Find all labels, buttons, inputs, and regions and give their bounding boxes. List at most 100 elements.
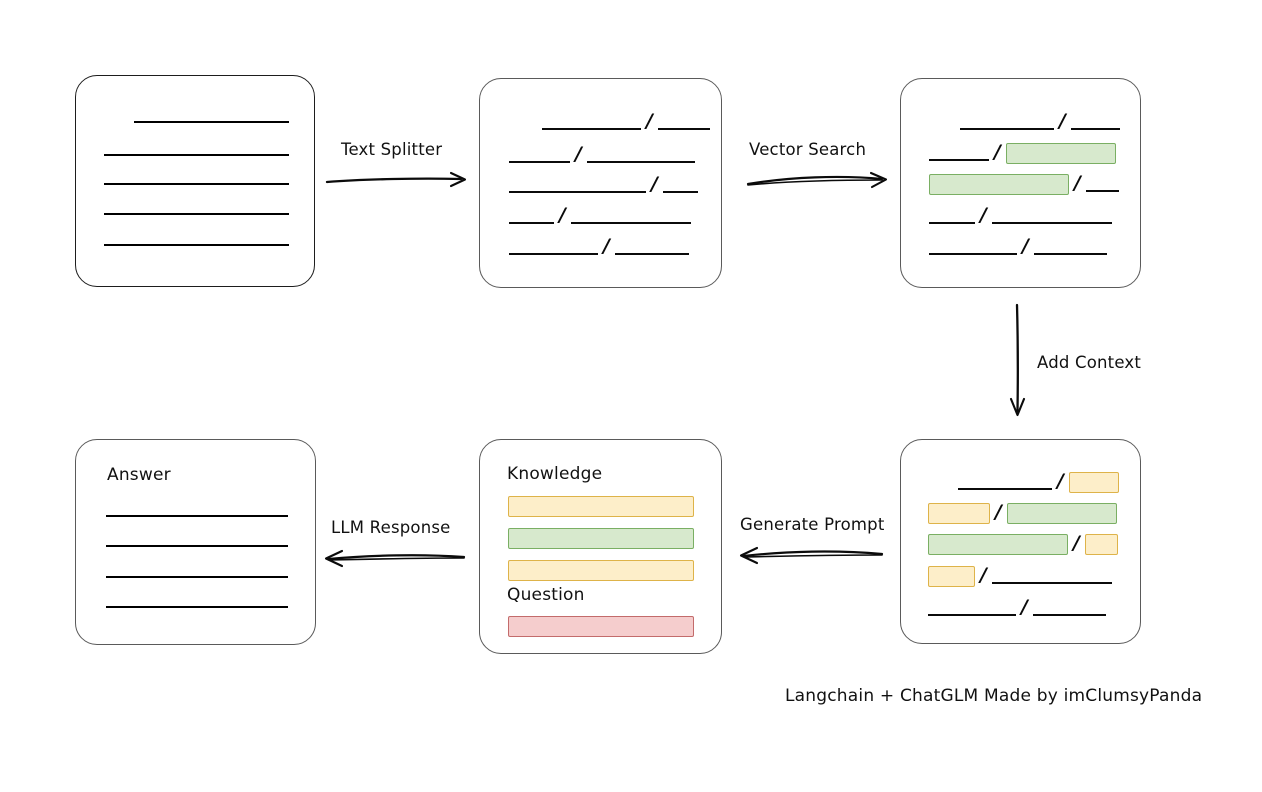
table-row: / [928, 531, 1118, 556]
chunk-separator: / [994, 140, 1001, 163]
table-row: / [928, 595, 1106, 620]
chunk-separator: / [1057, 469, 1064, 492]
chunk-separator: / [603, 234, 610, 257]
chunk-segment [509, 253, 598, 255]
card-vector-matches: / / / / / [900, 78, 1141, 288]
question-label: Question [507, 585, 585, 605]
vector-match-rows: / / / / / [901, 79, 1140, 287]
chunk-segment [960, 128, 1054, 130]
arrow-llm-response-label: LLM Response [331, 518, 451, 537]
table-row: / [509, 172, 698, 197]
chunk-segment [662, 191, 698, 193]
chunk-separator: / [1022, 234, 1029, 257]
table-row: / [929, 171, 1119, 196]
doc-line-2 [104, 154, 289, 156]
chunk-segment [991, 222, 1112, 224]
footer-credit: Langchain + ChatGLM Made by imClumsyPand… [785, 686, 1203, 706]
table-row: / [929, 234, 1107, 259]
card-prompt: Knowledge Question [479, 439, 722, 654]
context-chunk-highlight [928, 566, 975, 587]
arrow-add-context-line [1009, 303, 1026, 417]
chunk-separator: / [1059, 109, 1066, 132]
question-bar [508, 616, 694, 637]
knowledge-label: Knowledge [507, 464, 603, 484]
chunk-segment [958, 488, 1052, 490]
doc-line-5 [104, 244, 289, 246]
answer-line-3 [106, 576, 288, 578]
chunk-separator: / [575, 142, 582, 165]
arrow-generate-prompt-line [739, 546, 884, 565]
table-row: / [542, 109, 710, 134]
table-row: / [929, 140, 1116, 165]
arrow-llm-response-line [324, 549, 466, 568]
matched-chunk-highlight [928, 534, 1068, 555]
context-chunk-highlight [1068, 472, 1119, 493]
arrow-vector-search-label: Vector Search [749, 140, 867, 159]
chunk-segment [509, 191, 646, 193]
chunk-segment [929, 222, 975, 224]
table-row: / [958, 469, 1119, 494]
table-row: / [509, 142, 695, 167]
arrow-text-splitter-label: Text Splitter [341, 140, 443, 159]
chunk-segment [991, 582, 1112, 584]
chunk-segment [657, 128, 710, 130]
table-row: / [928, 500, 1117, 525]
chunk-segment [928, 614, 1016, 616]
chunk-segment [1032, 614, 1106, 616]
matched-chunk-highlight [1006, 503, 1117, 524]
with-context-rows: / / / / / [901, 440, 1140, 643]
chunk-separator: / [995, 500, 1002, 523]
table-row: / [960, 109, 1120, 134]
answer-line-4 [106, 606, 288, 608]
table-row: / [928, 563, 1112, 588]
answer-line-1 [106, 515, 288, 517]
table-row: / [929, 203, 1112, 228]
arrow-text-splitter: Text Splitter [325, 140, 475, 195]
chunk-segment [614, 253, 689, 255]
matched-chunk-highlight [929, 174, 1069, 195]
chunk-separator: / [1074, 171, 1081, 194]
chunk-segment [570, 222, 691, 224]
knowledge-bar [508, 528, 694, 549]
arrow-llm-response: LLM Response [322, 518, 472, 573]
arrow-vector-search: Vector Search [745, 140, 895, 195]
arrow-vector-search-line [746, 171, 888, 189]
chunk-segment [929, 253, 1017, 255]
table-row: / [509, 203, 691, 228]
chunk-segment [509, 161, 570, 163]
chunk-separator: / [980, 203, 987, 226]
doc-line-3 [104, 183, 289, 185]
arrow-text-splitter-line [325, 171, 467, 188]
doc-line-4 [104, 213, 289, 215]
arrow-generate-prompt-label: Generate Prompt [740, 515, 885, 534]
card-with-context: / / / / / [900, 439, 1141, 644]
split-chunk-rows: / / / / / [480, 79, 721, 287]
context-chunk-highlight [1084, 534, 1118, 555]
knowledge-bar [508, 496, 694, 517]
table-row: / [509, 234, 689, 259]
context-chunk-highlight [928, 503, 990, 524]
doc-line-1 [134, 121, 289, 123]
chunk-segment [542, 128, 641, 130]
answer-label: Answer [107, 465, 171, 485]
answer-line-2 [106, 545, 288, 547]
chunk-segment [1033, 253, 1107, 255]
card-source-document [75, 75, 315, 287]
chunk-separator: / [980, 563, 987, 586]
chunk-segment [1070, 128, 1120, 130]
chunk-separator: / [1021, 595, 1028, 618]
chunk-segment [509, 222, 554, 224]
chunk-separator: / [559, 203, 566, 226]
knowledge-bar [508, 560, 694, 581]
chunk-segment [929, 159, 989, 161]
chunk-separator: / [646, 109, 653, 132]
arrow-generate-prompt: Generate Prompt [737, 515, 887, 570]
card-split-chunks: / / / / / [479, 78, 722, 288]
arrow-add-context-label: Add Context [1037, 353, 1142, 372]
chunk-segment [586, 161, 695, 163]
matched-chunk-highlight [1005, 143, 1116, 164]
arrow-add-context: Add Context [1005, 303, 1165, 428]
chunk-separator: / [1073, 531, 1080, 554]
chunk-separator: / [651, 172, 658, 195]
